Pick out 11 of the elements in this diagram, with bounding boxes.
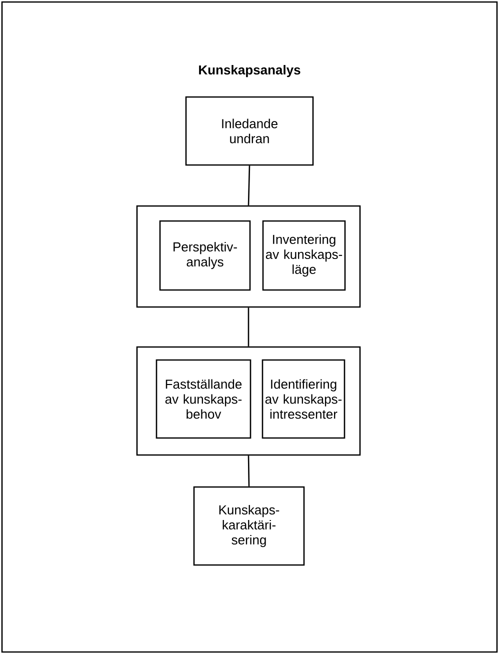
process-box: Kunskaps- karaktäri- sering <box>193 486 305 566</box>
process-box: Inledande undran <box>185 96 314 166</box>
group-box <box>136 346 361 456</box>
connector-line <box>248 166 250 206</box>
group-box <box>136 205 361 308</box>
process-box: Perspektiv- analys <box>159 220 251 291</box>
connector-line <box>248 308 250 346</box>
connector-line <box>248 456 250 486</box>
process-box: Inventering av kunskaps- läge <box>262 220 346 291</box>
process-box: Identifiering av kunskaps- intressenter <box>262 359 346 439</box>
process-box: Fastställande av kunskaps- behov <box>156 359 252 439</box>
